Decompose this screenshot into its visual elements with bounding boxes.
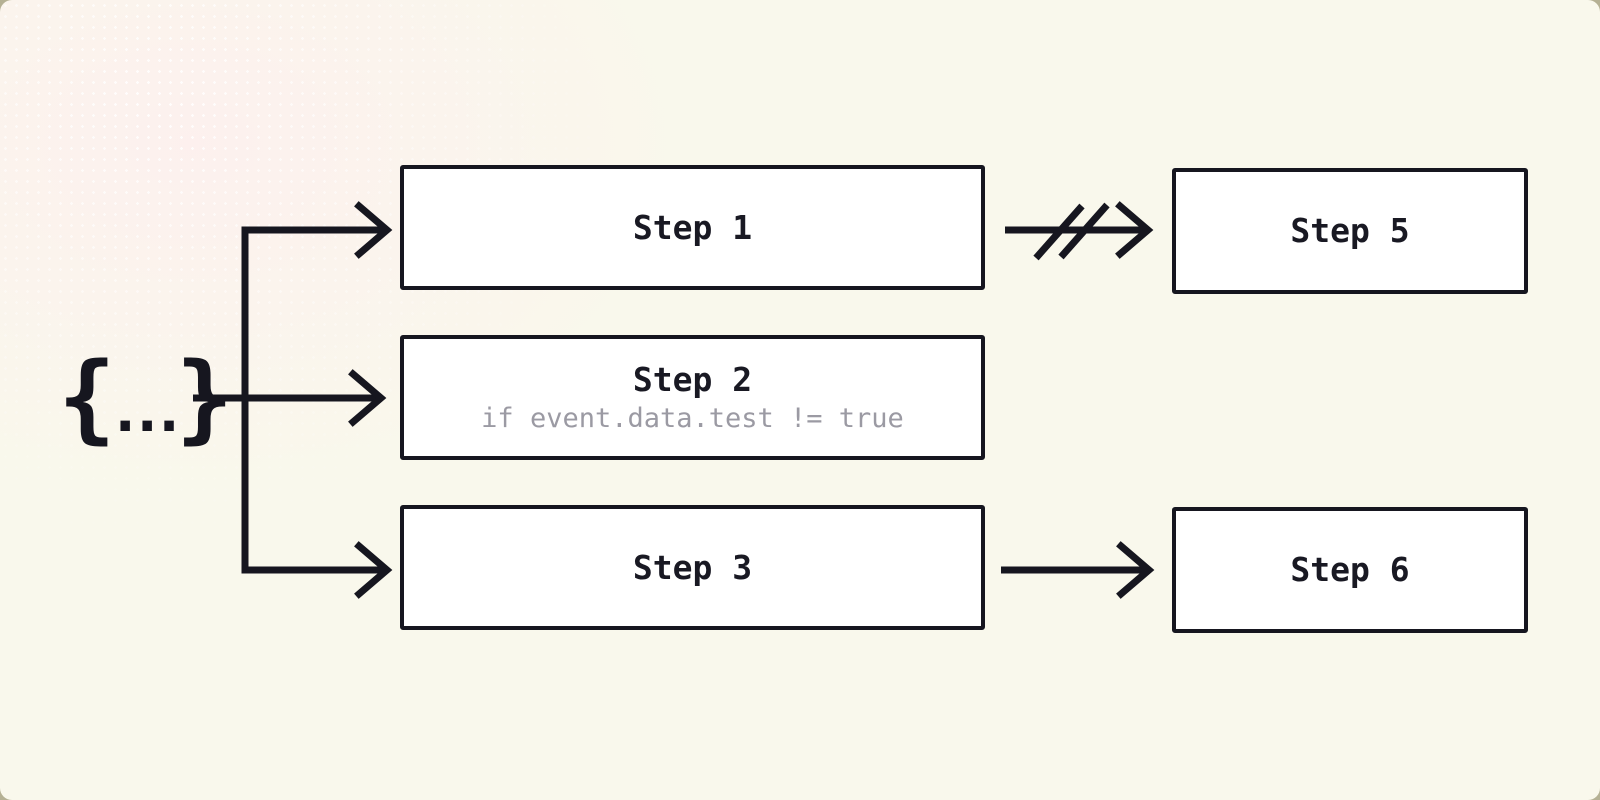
broken-edge-slash-2 <box>1058 202 1110 260</box>
arrowhead-to-step-2 <box>348 369 387 427</box>
close-brace: } <box>175 342 234 454</box>
broken-edge-slash-1 <box>1033 203 1085 261</box>
arrowhead-to-step-6 <box>1116 541 1155 599</box>
arrowhead-to-step-5 <box>1115 201 1154 259</box>
open-brace: { <box>58 342 116 454</box>
node-step-3: Step 3 <box>400 505 985 630</box>
step-title: Step 6 <box>1290 550 1410 589</box>
arrowhead-to-step-3 <box>354 541 393 599</box>
node-step-6: Step 6 <box>1172 507 1528 633</box>
step-condition: if event.data.test != true <box>481 403 904 434</box>
step-title: Step 3 <box>632 547 753 587</box>
node-step-2: Step 2 if event.data.test != true <box>400 335 985 460</box>
ellipsis-dots: ... <box>107 377 187 445</box>
node-step-5: Step 5 <box>1172 168 1528 294</box>
arrowhead-to-step-1 <box>354 201 393 259</box>
source-event-object: { ... } <box>58 350 233 446</box>
step-title: Step 1 <box>632 207 753 247</box>
step-title: Step 2 <box>632 360 753 399</box>
step-title: Step 5 <box>1290 211 1410 250</box>
node-step-1: Step 1 <box>400 165 985 290</box>
